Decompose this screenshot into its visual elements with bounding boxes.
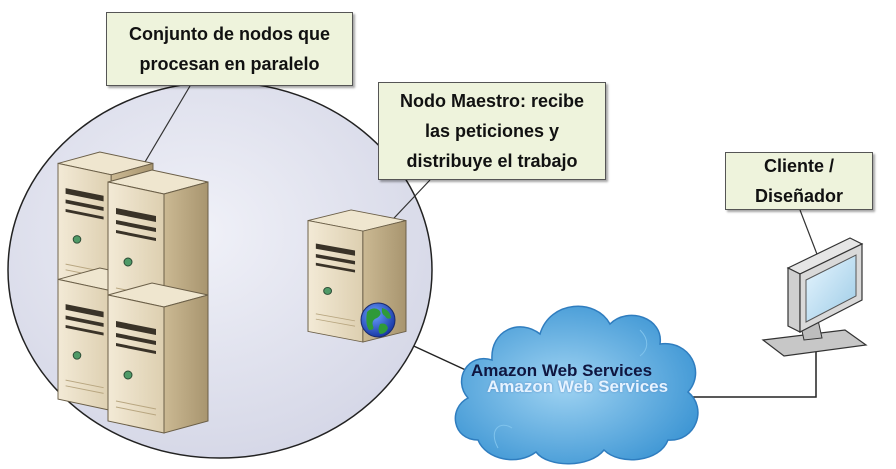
- cloud-label: Amazon Web Services: [471, 361, 653, 380]
- master-node-callout: Nodo Maestro: recibe las peticiones y di…: [378, 82, 606, 180]
- cluster-callout-leader: [144, 85, 191, 163]
- cloud-to-client-link: [690, 352, 817, 398]
- server-icon: [107, 282, 209, 434]
- client-callout: Cliente / Diseñador: [725, 152, 873, 210]
- client-callout-leader: [799, 209, 821, 263]
- cluster-callout: Conjunto de nodos que procesan en parale…: [106, 12, 353, 86]
- client-monitor-icon: [761, 237, 868, 357]
- master-to-cloud-link: [404, 341, 471, 373]
- cloud-label-reflection: Amazon Web Services: [487, 377, 669, 396]
- globe-icon: [360, 302, 396, 338]
- cloud-icon: [454, 305, 699, 465]
